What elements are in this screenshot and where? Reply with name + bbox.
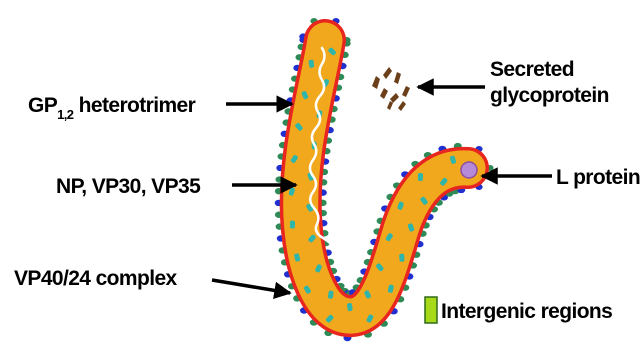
label-gp: GP1,2 heterotrimer bbox=[28, 94, 196, 122]
arrow-vp40 bbox=[212, 280, 290, 293]
secreted-glycoprotein bbox=[372, 67, 410, 111]
label-vp40-complex: VP40/24 complex bbox=[14, 267, 178, 290]
label-intergenic-regions: Intergenic regions bbox=[441, 300, 612, 323]
label-secreted-line1: Secreted bbox=[490, 58, 574, 81]
intergenic-legend-swatch bbox=[425, 297, 437, 323]
label-l-protein: L protein bbox=[556, 166, 640, 189]
label-secreted-line2: glycoprotein bbox=[490, 84, 609, 107]
np-vp-protein bbox=[418, 173, 423, 181]
np-vp-protein bbox=[290, 220, 295, 228]
np-vp-protein bbox=[399, 254, 405, 262]
label-np-vp30-vp35: NP, VP30, VP35 bbox=[56, 175, 201, 198]
l-protein bbox=[461, 162, 477, 178]
